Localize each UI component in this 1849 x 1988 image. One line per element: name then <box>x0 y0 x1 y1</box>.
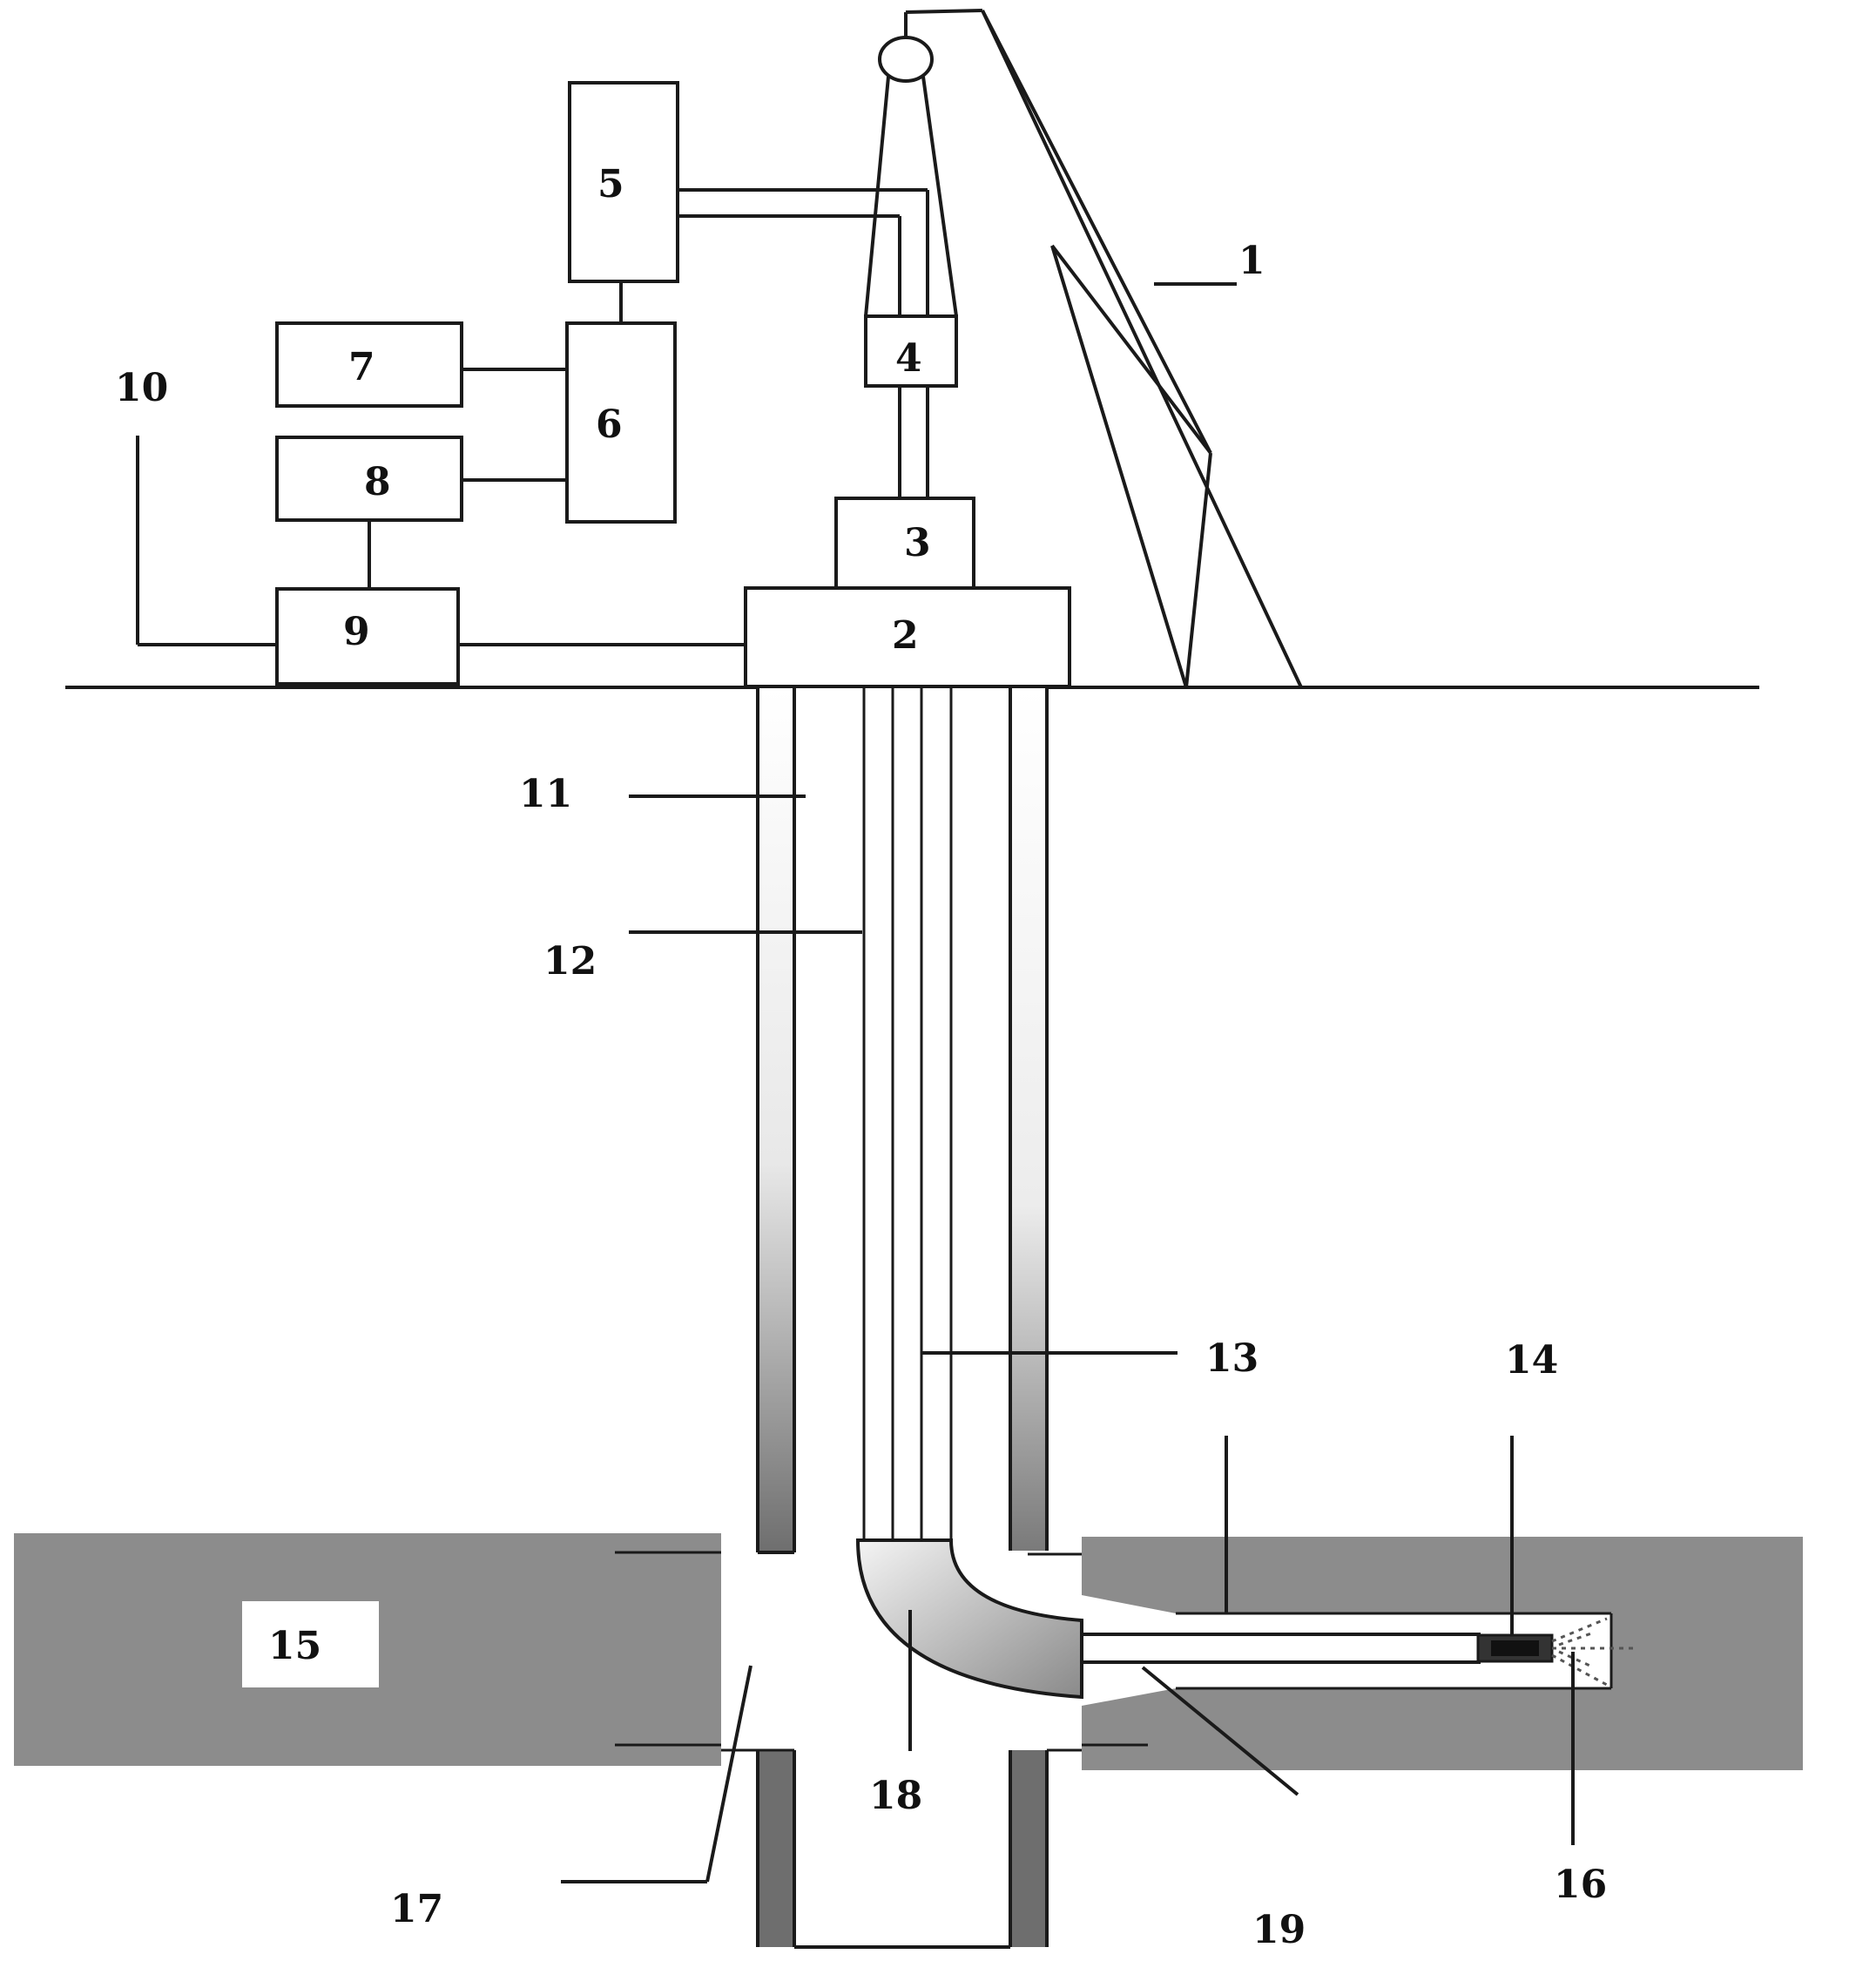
label-4: 4 <box>895 336 922 381</box>
label-6: 6 <box>596 402 623 447</box>
label-15: 15 <box>268 1624 321 1668</box>
label-8: 8 <box>364 460 391 504</box>
surface-equipment <box>277 83 1070 686</box>
label-14: 14 <box>1505 1338 1558 1383</box>
label-2: 2 <box>892 613 919 658</box>
label-12: 12 <box>543 939 597 984</box>
label-16: 16 <box>1554 1863 1607 1907</box>
label-18: 18 <box>869 1774 922 1818</box>
casing-left-lower <box>758 1750 794 1947</box>
casing-right-wall <box>1010 688 1047 1551</box>
label-19: 19 <box>1252 1908 1306 1952</box>
label-10: 10 <box>115 366 168 410</box>
label-17: 17 <box>390 1887 443 1931</box>
label-11: 11 <box>519 772 572 816</box>
casing-right-lower <box>1010 1750 1047 1947</box>
label-5: 5 <box>597 162 624 206</box>
label-9: 9 <box>343 610 370 654</box>
label-3: 3 <box>904 521 931 565</box>
label-1: 1 <box>1238 239 1265 283</box>
crown-pulley <box>880 37 932 81</box>
label-7: 7 <box>348 345 375 389</box>
connections <box>138 190 928 645</box>
label-13-vertical: 13 <box>1205 1336 1259 1381</box>
hose-body <box>1082 1634 1479 1662</box>
casing-left-wall <box>758 688 794 1552</box>
